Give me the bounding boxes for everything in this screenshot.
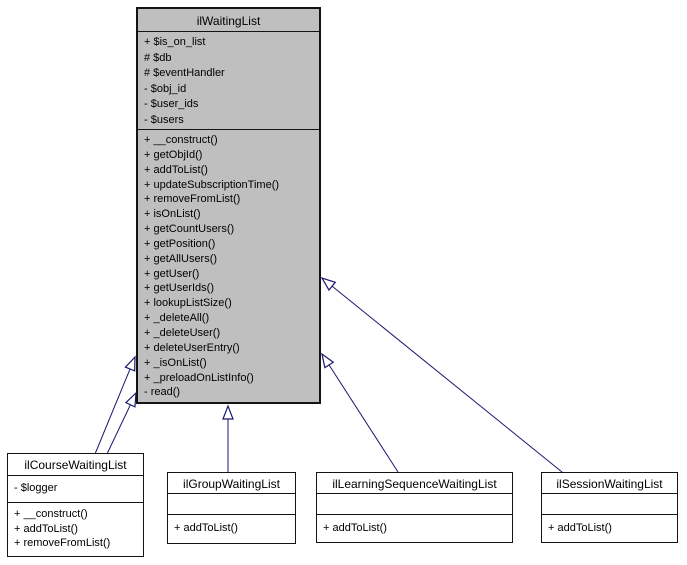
methods-section: + addToList() <box>542 514 677 542</box>
method: + addToList() <box>174 522 238 534</box>
method: + removeFromList() <box>144 193 241 206</box>
method: + __construct() <box>14 508 88 520</box>
methods-section: + __construct() + addToList() + removeFr… <box>8 502 143 555</box>
class-box-ilsessionwaitinglist[interactable]: ilSessionWaitingList + addToList() <box>541 472 678 543</box>
attributes-section-empty <box>542 494 677 514</box>
attribute: - $logger <box>14 482 58 494</box>
method: + getUserIds() <box>144 282 214 295</box>
edge-course-to-base-1 <box>94 355 136 455</box>
method: + __construct() <box>144 134 218 146</box>
class-box-ilwaitinglist[interactable]: ilWaitingList + $is_on_list # $db # $eve… <box>136 7 321 404</box>
class-name-ilsessionwaitinglist[interactable]: ilSessionWaitingList <box>542 473 677 494</box>
attributes-section: - $logger <box>8 476 143 502</box>
attributes-section-empty <box>317 494 512 514</box>
method: + lookupListSize() <box>144 297 232 310</box>
class-box-ilgroupwaitinglist[interactable]: ilGroupWaitingList + addToList() <box>167 472 296 544</box>
method: + addToList() <box>323 522 387 534</box>
method: + addToList() <box>14 522 78 535</box>
method: + removeFromList() <box>14 537 111 550</box>
method: + addToList() <box>548 522 612 534</box>
class-box-illearningsequencewaitinglist[interactable]: ilLearningSequenceWaitingList + addToLis… <box>316 472 513 543</box>
method: + isOnList() <box>144 208 201 221</box>
class-name-ilcoursewaitinglist[interactable]: ilCourseWaitingList <box>8 454 143 476</box>
methods-section: + __construct() + getObjId() + addToList… <box>138 129 319 399</box>
attributes-section-empty <box>168 494 295 514</box>
attributes-section: + $is_on_list # $db # $eventHandler - $o… <box>138 32 319 129</box>
methods-section: + addToList() <box>317 514 512 542</box>
method: + getObjId() <box>144 148 203 161</box>
method: + deleteUserEntry() <box>144 341 240 354</box>
class-name-ilwaitinglist[interactable]: ilWaitingList <box>138 9 319 32</box>
method: + updateSubscriptionTime() <box>144 178 280 191</box>
method: + addToList() <box>144 163 208 176</box>
attribute: - $user_ids <box>144 98 199 110</box>
method: + _isOnList() <box>144 356 207 369</box>
methods-section: + addToList() <box>168 514 295 542</box>
method: + getPosition() <box>144 237 216 250</box>
attribute: # $db <box>144 51 172 64</box>
class-name-ilgroupwaitinglist[interactable]: ilGroupWaitingList <box>168 473 295 494</box>
method: + _deleteUser() <box>144 326 221 339</box>
attribute: - $obj_id <box>144 82 187 95</box>
edge-session-to-base <box>320 276 563 473</box>
method: + getUser() <box>144 267 200 280</box>
method: + _preloadOnListInfo() <box>144 371 254 384</box>
attribute: - $users <box>144 113 184 126</box>
class-box-ilcoursewaitinglist[interactable]: ilCourseWaitingList - $logger + __constr… <box>7 453 144 557</box>
method: + getAllUsers() <box>144 252 218 265</box>
edge-learningsequence-to-base <box>321 352 399 473</box>
attribute: # $eventHandler <box>144 67 225 79</box>
method: + _deleteAll() <box>144 312 210 325</box>
method: - read() <box>144 386 181 399</box>
edge-course-to-base-2 <box>106 391 137 455</box>
attribute: + $is_on_list <box>144 36 206 48</box>
method: + getCountUsers() <box>144 223 235 236</box>
class-name-illearningsequencewaitinglist[interactable]: ilLearningSequenceWaitingList <box>317 473 512 494</box>
